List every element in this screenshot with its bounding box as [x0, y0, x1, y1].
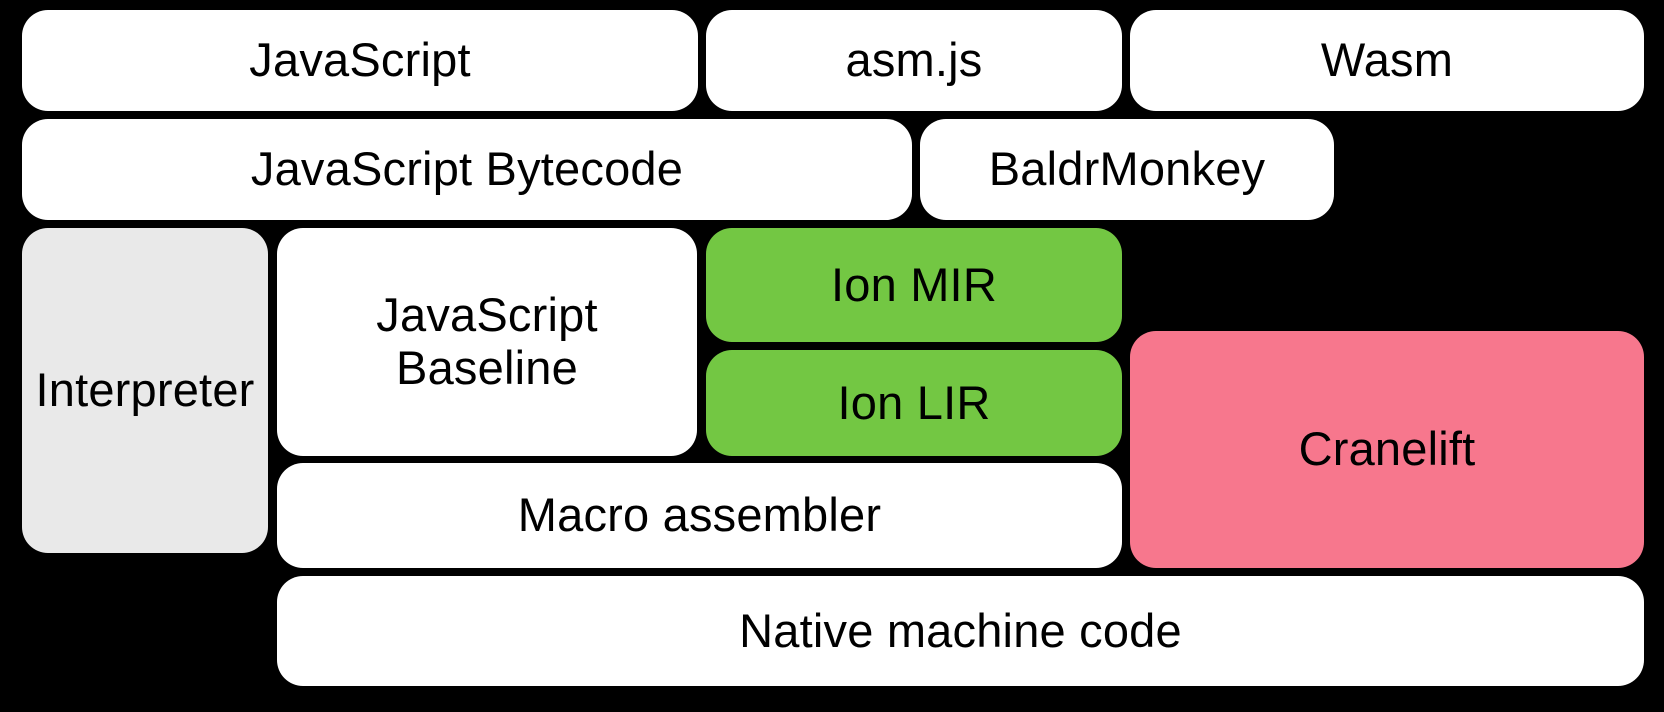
node-asm-js[interactable]: asm.js [706, 10, 1122, 111]
node-label: JavaScript [249, 33, 471, 87]
node-label: Ion LIR [837, 375, 991, 429]
node-label: Native machine code [739, 603, 1182, 657]
node-native-machine-code[interactable]: Native machine code [277, 576, 1644, 686]
node-cranelift[interactable]: Cranelift [1130, 331, 1644, 568]
node-javascript[interactable]: JavaScript [22, 10, 698, 111]
node-label: asm.js [845, 33, 983, 87]
node-label: Ion MIR [831, 257, 997, 311]
node-ion-lir[interactable]: Ion LIR [706, 350, 1122, 456]
node-label: BaldrMonkey [988, 142, 1266, 196]
node-javascript-baseline[interactable]: JavaScript Baseline [277, 228, 697, 456]
node-wasm[interactable]: Wasm [1130, 10, 1644, 111]
node-label: JavaScript Bytecode [250, 142, 684, 196]
node-baldrmonkey[interactable]: BaldrMonkey [920, 119, 1334, 220]
node-label: Wasm [1320, 33, 1454, 87]
node-interpreter[interactable]: Interpreter [22, 228, 268, 553]
node-macro-assembler[interactable]: Macro assembler [277, 463, 1122, 568]
node-ion-mir[interactable]: Ion MIR [706, 228, 1122, 342]
node-label: Cranelift [1298, 422, 1476, 476]
node-label: Interpreter [35, 363, 255, 417]
node-javascript-bytecode[interactable]: JavaScript Bytecode [22, 119, 912, 220]
node-label: Macro assembler [517, 488, 882, 542]
node-label: JavaScript Baseline [376, 288, 598, 394]
